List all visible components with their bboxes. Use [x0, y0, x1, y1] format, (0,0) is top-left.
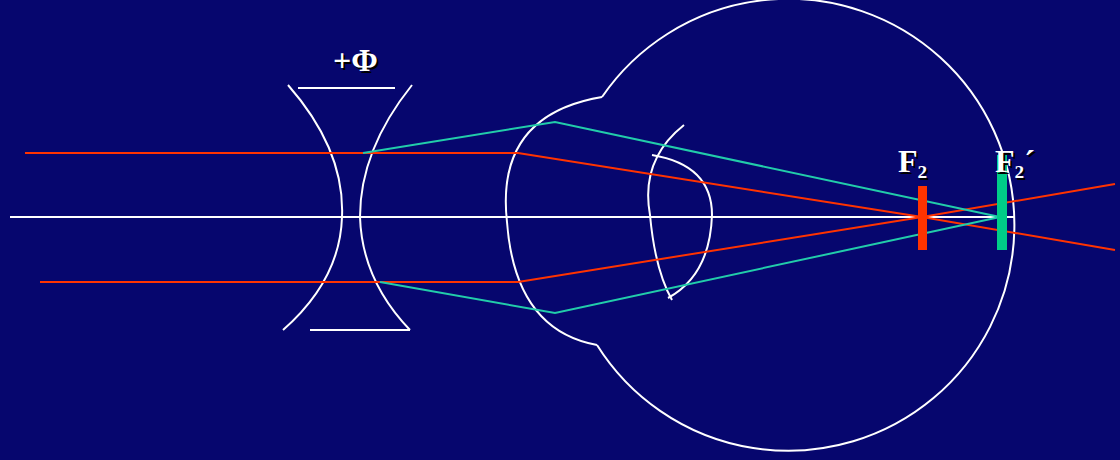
lens-power: +Φ	[333, 44, 378, 76]
lens-surface	[283, 85, 342, 330]
focus-label: F₂	[898, 145, 927, 177]
ray	[25, 153, 1115, 250]
ray	[380, 217, 1000, 313]
lens-edge	[298, 87, 395, 89]
ray	[40, 184, 1115, 282]
optical-axis	[10, 216, 1015, 218]
lens-edge	[310, 329, 410, 331]
focus-marker	[918, 186, 927, 250]
eyeball-outline	[597, 0, 1014, 451]
lens-front	[648, 125, 684, 300]
focus-label: F₂´	[995, 145, 1035, 177]
ray	[363, 122, 1000, 217]
lens-surface	[360, 85, 412, 330]
